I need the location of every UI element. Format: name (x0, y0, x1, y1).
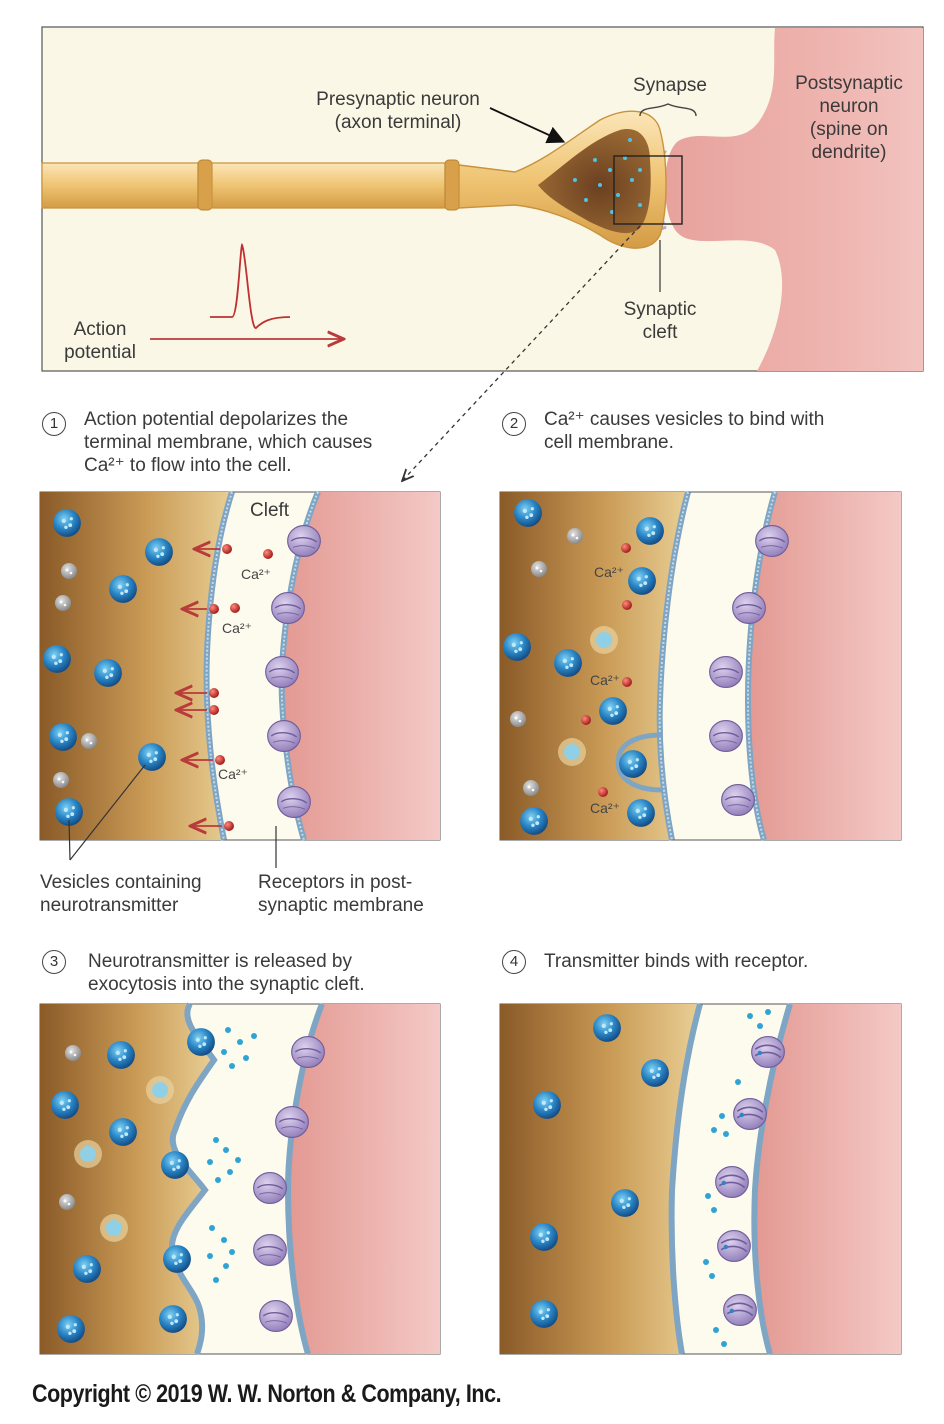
panel-2-ca-label-1: Ca²⁺ (594, 564, 624, 580)
overview-panel (41, 26, 924, 372)
vesicles-label-line-2: neurotransmitter (40, 895, 179, 916)
step-4-number: 4 (502, 950, 526, 974)
receptors-label-line-2: synaptic membrane (258, 895, 424, 916)
action-potential-label-line-2: potential (64, 342, 136, 363)
step-2-caption: Ca²⁺ causes vesicles to bind with cell m… (544, 408, 904, 454)
postsynaptic-label-line-2: neuron (819, 96, 879, 117)
panel-2 (499, 491, 902, 841)
synapse-label: Synapse (633, 75, 707, 96)
postsynaptic-label-line-3: (spine on (809, 119, 889, 140)
step-3-caption: Neurotransmitter is released by exocytos… (88, 950, 428, 996)
panel-1-cleft-label: Cleft (250, 500, 290, 521)
step-2-number: 2 (502, 412, 526, 436)
action-potential-label: Action potential (50, 318, 150, 364)
panel-4-transmitter (703, 1009, 771, 1347)
action-potential-trace (210, 242, 291, 329)
step-4-caption: Transmitter binds with receptor. (544, 950, 884, 973)
synaptic-cleft-label: Synaptic cleft (610, 298, 710, 344)
panel-1 (39, 490, 441, 868)
panel-3 (39, 1002, 441, 1355)
panel-2-vesicles (503, 499, 664, 835)
postsynaptic-label: Postsynaptic neuron (spine on dendrite) (779, 72, 919, 164)
panel-2-calcium-ions (581, 543, 632, 797)
panel-2-ca-label-3: Ca²⁺ (590, 800, 620, 816)
panel-3-released-transmitter (207, 1027, 257, 1283)
presynaptic-label-line-1: Presynaptic neuron (316, 89, 480, 110)
step-3-line-1: Neurotransmitter is released by (88, 951, 352, 972)
step-3-line-2: exocytosis into the synaptic cleft. (88, 974, 365, 995)
step-2-line-2: cell membrane. (544, 432, 674, 453)
panel-1-influx-arrows (178, 549, 222, 826)
vesicles-label-line-1: Vesicles containing (40, 872, 202, 893)
panel-1-ca-label-3: Ca²⁺ (218, 766, 248, 782)
synaptic-cleft-label-line-2: cleft (642, 322, 678, 343)
step-3-number: 3 (42, 950, 66, 974)
panel-3-vesicles (51, 1028, 215, 1343)
step-1-line-2: terminal membrane, which causes (84, 432, 373, 453)
vesicles-label: Vesicles containing neurotransmitter (40, 871, 260, 917)
postsynaptic-neuron (665, 28, 923, 371)
step-2-line-1: Ca²⁺ causes vesicles to bind with (544, 409, 825, 430)
panel-1-ca-label-1: Ca²⁺ (241, 566, 271, 582)
step-1-line-1: Action potential depolarizes the (84, 409, 349, 430)
synaptic-cleft-label-line-1: Synaptic (623, 299, 697, 320)
presynaptic-label-line-2: (axon terminal) (334, 112, 462, 133)
panel-1-ca-label-2: Ca²⁺ (222, 620, 252, 636)
action-potential-label-line-1: Action (73, 319, 127, 340)
panel-2-ca-label-2: Ca²⁺ (590, 672, 620, 688)
step-1-caption: Action potential depolarizes the termina… (84, 408, 424, 477)
copyright-notice: Copyright © 2019 W. W. Norton & Company,… (32, 1380, 502, 1408)
panel-1-calcium-ions (209, 544, 273, 831)
step-1-line-3: Ca²⁺ to flow into the cell. (84, 455, 292, 476)
presynaptic-label: Presynaptic neuron (axon terminal) (298, 88, 498, 134)
step-1-number: 1 (42, 412, 66, 436)
postsynaptic-label-line-1: Postsynaptic (795, 73, 903, 94)
axon-terminal (538, 129, 651, 234)
step-4-line-1: Transmitter binds with receptor. (544, 951, 809, 972)
postsynaptic-label-line-4: dendrite) (811, 142, 887, 163)
receptors-label: Receptors in post- synaptic membrane (258, 871, 478, 917)
panel-4 (499, 1003, 902, 1355)
receptors-label-line-1: Receptors in post- (258, 872, 413, 893)
